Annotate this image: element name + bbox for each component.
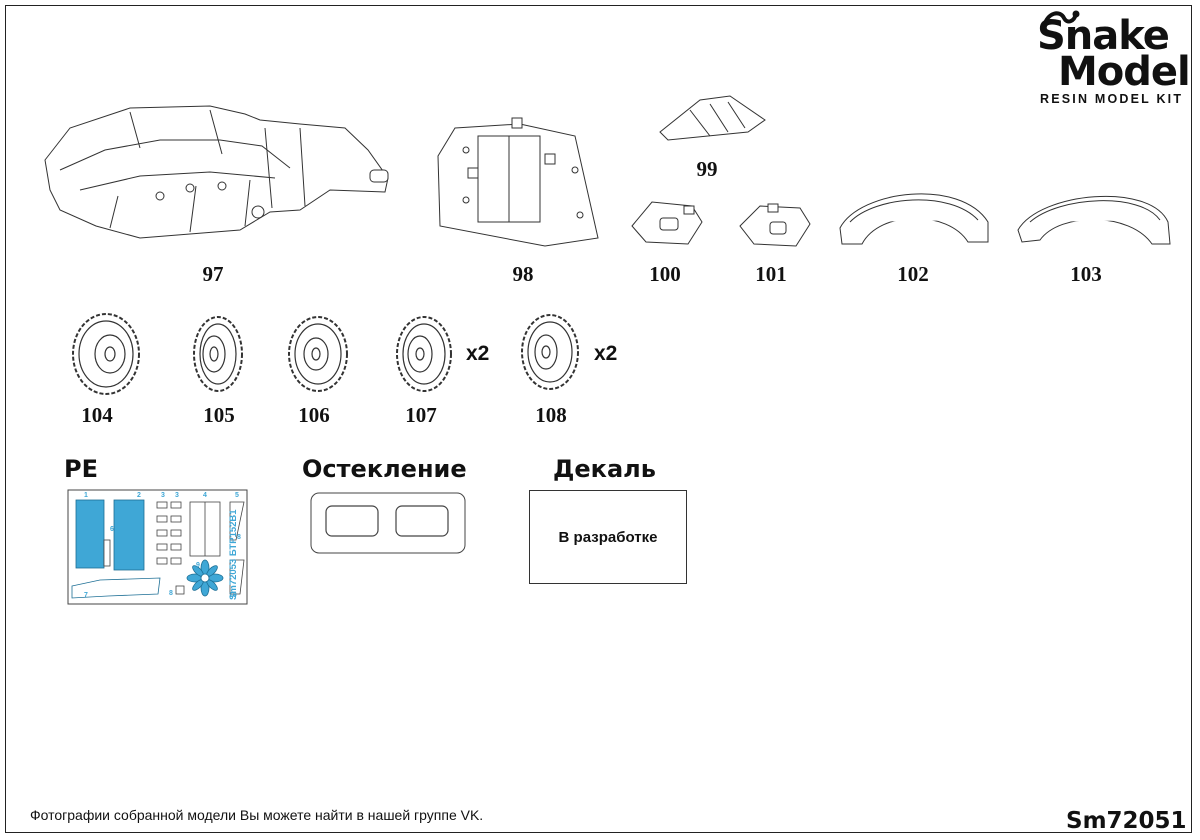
part-label-99: 99 [696, 157, 718, 181]
part-label-108: 108 [535, 403, 567, 427]
part-101-hatch [739, 203, 811, 247]
kit-code: Sm72051 [1066, 808, 1187, 834]
wheel-107 [396, 316, 452, 392]
part-label-100: 100 [649, 262, 681, 286]
decal-section-title: Декаль [553, 455, 656, 483]
glazing-sprue [310, 492, 466, 554]
decal-status: В разработке [558, 528, 658, 546]
wheel-105 [193, 316, 243, 392]
part-label-101: 101 [755, 262, 787, 286]
part-label-104: 104 [81, 403, 113, 427]
part-label-106: 106 [298, 403, 330, 427]
wheel-104 [72, 313, 140, 395]
wheel-108 [521, 314, 579, 390]
brand-tagline: RESIN MODEL KIT [1040, 92, 1184, 106]
part-label-97: 97 [202, 262, 224, 286]
pe-small-parts [156, 501, 185, 595]
decal-sheet: В разработке [529, 490, 687, 584]
part-label-102: 102 [897, 262, 929, 286]
page-frame [5, 5, 1192, 833]
part-99 [659, 95, 766, 141]
part-100-hatch [631, 201, 703, 245]
pe-fret-label-wrap: Sm72053 БТР152В1 [228, 509, 242, 600]
pe-section-title: PE [64, 455, 98, 483]
part-103-fender [1017, 195, 1171, 245]
part-label-107: 107 [405, 403, 437, 427]
multiplier-107: x2 [466, 342, 490, 365]
brand-line2: Model [1058, 49, 1191, 95]
part-label-98: 98 [512, 262, 534, 286]
snake-icon [1042, 10, 1080, 28]
footer-note: Фотографии собранной модели Вы можете на… [30, 807, 484, 823]
wheel-106 [288, 316, 348, 392]
part-label-105: 105 [203, 403, 235, 427]
part-label-103: 103 [1070, 262, 1102, 286]
brand-line1: Snake [1037, 13, 1170, 59]
pe-fret [67, 489, 248, 605]
multiplier-108: x2 [594, 342, 618, 365]
glazing-section-title: Остекление [302, 455, 467, 483]
pe-fret-label: Sm72053 БТР152В1 [228, 509, 239, 600]
part-97-hull [44, 105, 389, 239]
part-98-plate [437, 117, 599, 247]
part-102-fender [839, 193, 989, 245]
